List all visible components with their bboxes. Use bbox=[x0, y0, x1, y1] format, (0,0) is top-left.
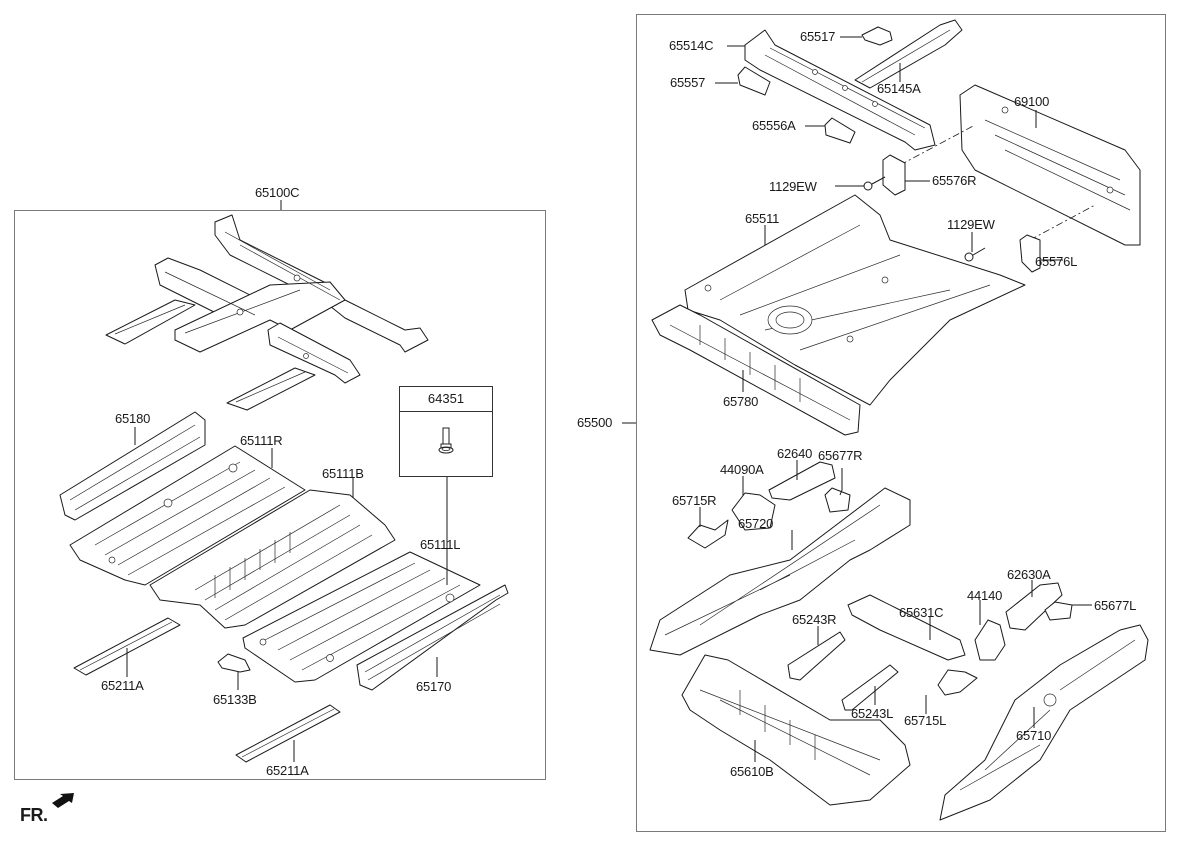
part-label-65211A-1[interactable]: 65211A bbox=[101, 678, 144, 693]
part-label-65576L[interactable]: 65576L bbox=[1035, 254, 1078, 269]
part-65111R bbox=[69, 445, 306, 586]
part-65631C bbox=[847, 594, 966, 661]
part-label-65111R[interactable]: 65111R bbox=[240, 433, 283, 448]
part-label-65631C[interactable]: 65631C bbox=[899, 605, 944, 620]
part-62640 bbox=[768, 461, 836, 501]
part-label-65243L[interactable]: 65243L bbox=[851, 706, 894, 721]
part-label-65514C[interactable]: 65514C bbox=[669, 38, 714, 53]
part-65243R bbox=[787, 631, 846, 681]
part-label-69100[interactable]: 69100 bbox=[1014, 94, 1050, 109]
part-44140 bbox=[974, 619, 1006, 661]
part-label-65556A[interactable]: 65556A bbox=[752, 118, 796, 133]
part-label-65780[interactable]: 65780 bbox=[723, 394, 759, 409]
part-65517 bbox=[861, 26, 893, 46]
assembly-label-65500[interactable]: 65500 bbox=[577, 415, 613, 430]
part-65180 bbox=[59, 411, 206, 521]
part-label-65610B[interactable]: 65610B bbox=[730, 764, 774, 779]
part-65556A bbox=[824, 117, 856, 144]
part-65557 bbox=[737, 66, 771, 96]
part-65243L bbox=[841, 664, 899, 711]
part-label-62640[interactable]: 62640 bbox=[777, 446, 813, 461]
right-assembly-frame bbox=[636, 14, 1166, 832]
part-65715L bbox=[937, 669, 978, 696]
part-1129EW-2 bbox=[964, 247, 986, 262]
part-65170 bbox=[356, 584, 509, 691]
left-assembly-frame bbox=[14, 210, 546, 780]
part-65610B bbox=[681, 654, 911, 806]
part-label-65720[interactable]: 65720 bbox=[738, 516, 774, 531]
front-direction-arrow-icon bbox=[52, 793, 74, 808]
part-label-65111B[interactable]: 65111B bbox=[322, 466, 364, 481]
bolt-icon bbox=[438, 427, 454, 454]
part-65511 bbox=[684, 194, 1026, 406]
part-65100C-frame bbox=[105, 214, 429, 411]
part-label-44140[interactable]: 44140 bbox=[967, 588, 1003, 603]
callout-64351: 64351 bbox=[399, 386, 493, 477]
part-label-65517[interactable]: 65517 bbox=[800, 29, 836, 44]
part-label-65145A[interactable]: 65145A bbox=[877, 81, 921, 96]
part-label-65211A-2[interactable]: 65211A bbox=[266, 763, 309, 778]
part-label-65557[interactable]: 65557 bbox=[670, 75, 706, 90]
part-44090A bbox=[731, 492, 776, 531]
part-62630A bbox=[1005, 582, 1063, 631]
part-65576L bbox=[1019, 234, 1041, 273]
part-label-65677L[interactable]: 65677L bbox=[1094, 598, 1137, 613]
part-label-44090A[interactable]: 44090A bbox=[720, 462, 764, 477]
part-label-65133B[interactable]: 65133B bbox=[213, 692, 257, 707]
part-65211A-1 bbox=[73, 617, 181, 676]
part-label-65243R[interactable]: 65243R bbox=[792, 612, 837, 627]
part-65715R bbox=[687, 519, 729, 549]
part-65133B bbox=[217, 653, 251, 673]
part-65677L bbox=[1044, 601, 1073, 621]
part-label-65715L[interactable]: 65715L bbox=[904, 713, 947, 728]
part-label-65511[interactable]: 65511 bbox=[745, 211, 780, 226]
part-label-65170[interactable]: 65170 bbox=[416, 679, 452, 694]
part-label-1129EW-2[interactable]: 1129EW bbox=[947, 217, 995, 232]
part-label-1129EW-1[interactable]: 1129EW bbox=[769, 179, 817, 194]
callout-label-64351[interactable]: 64351 bbox=[400, 387, 492, 412]
part-label-65180[interactable]: 65180 bbox=[115, 411, 151, 426]
part-65145A bbox=[854, 19, 963, 89]
part-1129EW-1 bbox=[863, 176, 886, 191]
part-label-65576R[interactable]: 65576R bbox=[932, 173, 977, 188]
part-65710 bbox=[939, 624, 1149, 821]
assembly-label-65100C[interactable]: 65100C bbox=[255, 185, 300, 200]
part-label-62630A[interactable]: 62630A bbox=[1007, 567, 1051, 582]
part-label-65677R[interactable]: 65677R bbox=[818, 448, 863, 463]
part-65677R bbox=[824, 487, 851, 513]
part-label-65111L[interactable]: 65111L bbox=[420, 537, 461, 552]
part-65111L bbox=[242, 551, 481, 683]
part-label-65710[interactable]: 65710 bbox=[1016, 728, 1052, 743]
part-65576R bbox=[882, 154, 906, 196]
front-direction-label: FR. bbox=[20, 805, 48, 825]
part-69100 bbox=[959, 84, 1141, 246]
part-65211A-2 bbox=[235, 704, 341, 763]
part-label-65715R[interactable]: 65715R bbox=[672, 493, 717, 508]
